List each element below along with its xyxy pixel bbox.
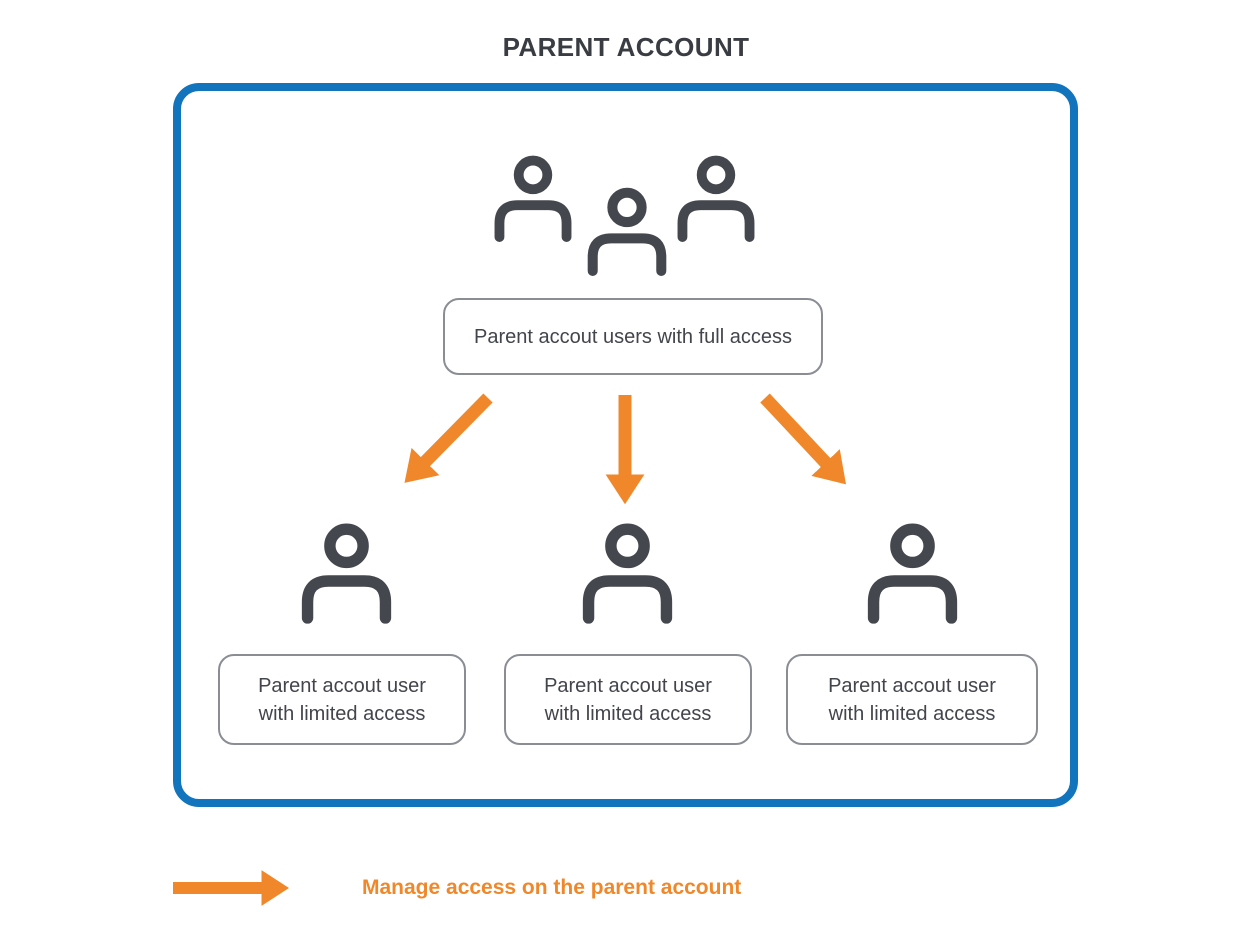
full-access-label-box: Parent accout users with full access [443, 298, 823, 375]
user-icon [580, 519, 675, 624]
limited-access-label-box: Parent accout user with limited access [504, 654, 752, 745]
user-icon [299, 519, 394, 624]
user-icon [865, 519, 960, 624]
legend-label: Manage access on the parent account [362, 876, 742, 899]
full-access-label: Parent accout users with full access [474, 325, 792, 348]
arrow-down-left-icon [404, 393, 493, 483]
limited-access-line1: Parent accout user [828, 674, 996, 697]
limited-access-label-box: Parent accout user with limited access [786, 654, 1038, 745]
manage-access-arrows [404, 393, 847, 505]
limited-access-line1: Parent accout user [258, 674, 426, 697]
arrow-down-right-icon [760, 393, 847, 485]
users-group-icon [487, 150, 767, 290]
limited-access-line1: Parent accout user [544, 674, 712, 697]
diagram-title: PARENT ACCOUNT [502, 32, 750, 62]
arrow-right-icon [173, 870, 289, 906]
limited-access-label-box: Parent accout user with limited access [218, 654, 466, 745]
limited-access-line2: with limited access [258, 702, 426, 725]
limited-access-line2: with limited access [544, 702, 712, 725]
limited-access-line2: with limited access [828, 702, 996, 725]
